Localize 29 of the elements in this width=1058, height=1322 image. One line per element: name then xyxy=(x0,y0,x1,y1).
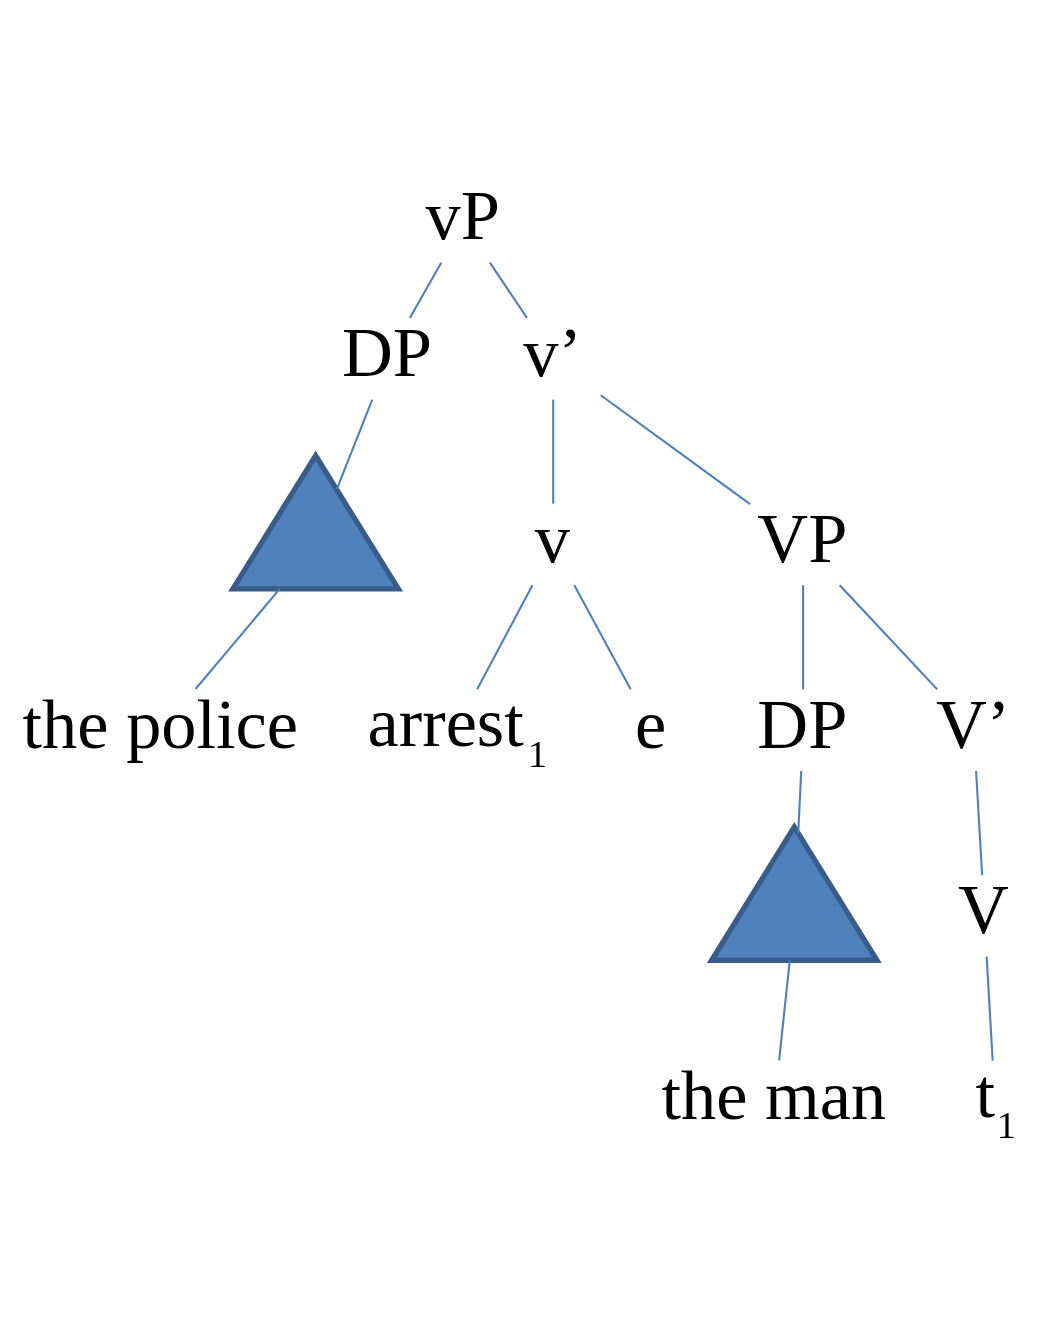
node-text: e xyxy=(635,684,667,763)
connector xyxy=(409,261,443,318)
node-text: t$_{1}$ xyxy=(975,1053,1017,1146)
connector xyxy=(838,584,939,690)
node-text: DP xyxy=(757,684,848,763)
connector xyxy=(985,956,994,1061)
node-text: DP xyxy=(342,312,432,391)
node-text: arrest$_{1}$ xyxy=(367,682,548,775)
node-text: VP xyxy=(757,498,848,577)
connector xyxy=(552,399,555,504)
connector xyxy=(573,584,632,690)
node-text: vP xyxy=(425,175,500,254)
node-text: V xyxy=(957,869,1009,948)
node-text: V’ xyxy=(935,684,1011,763)
connector xyxy=(802,584,805,689)
connector xyxy=(489,261,528,318)
connector xyxy=(194,587,281,690)
connector xyxy=(335,398,374,490)
connector xyxy=(600,393,751,505)
node-triangle xyxy=(706,821,882,963)
node-text: v xyxy=(534,498,570,577)
connector xyxy=(797,770,803,833)
connector xyxy=(975,770,984,875)
node-text: v’ xyxy=(523,312,582,391)
connector xyxy=(476,584,534,690)
node-triangle xyxy=(228,450,404,592)
node-text: the police xyxy=(22,684,299,763)
node-text: the man xyxy=(661,1055,887,1134)
connector xyxy=(778,959,791,1060)
